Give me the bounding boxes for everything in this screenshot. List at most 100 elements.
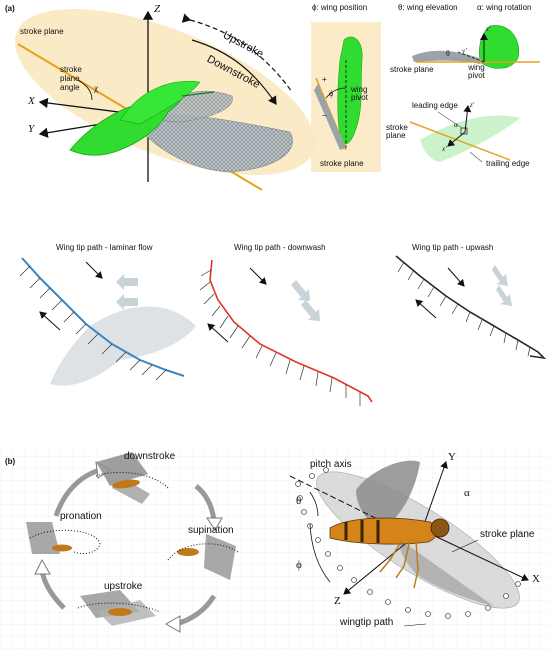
downwash-flow-arrow-1 [291, 280, 310, 301]
green-hummingbird-wing [119, 80, 201, 125]
front-plus-label: + [322, 75, 327, 84]
b-phi-arc [309, 523, 331, 583]
middle-row [19, 255, 547, 406]
panel-a-front-inset [311, 22, 381, 172]
b-alpha-label: α [464, 487, 470, 499]
downwash-arrow-up [207, 323, 229, 343]
pitch-axis-label: pitch axis [310, 459, 352, 470]
leading-edge-label: leading edge [412, 101, 458, 110]
side-wing-pivot-label: wing pivot [468, 63, 485, 81]
edge-alpha-label: α [454, 121, 458, 129]
b-wingtip-circles [295, 467, 521, 619]
panel-downwash [199, 259, 373, 406]
downwash-arrow-down [249, 267, 267, 285]
b-wing-upper [356, 460, 420, 530]
side-z-prime-label: z' [486, 25, 491, 33]
laminar-title: Wing tip path - laminar flow [56, 243, 153, 252]
upwash-arrow-down [447, 267, 465, 287]
front-grey-wing [314, 84, 346, 150]
laminar-arrow-down [85, 261, 103, 279]
panel-b-right-diagram [289, 460, 529, 627]
edge-stroke-line [409, 121, 511, 161]
phi-arc [325, 87, 347, 99]
phi-definition: ϕ: wing position [312, 3, 368, 12]
upwash-title: Wing tip path - upwash [412, 243, 494, 252]
downstroke-cycle-label: downstroke [124, 451, 176, 462]
upwash-wing-path [395, 255, 547, 360]
fly-downstroke [95, 452, 169, 504]
b-x-axis [421, 529, 529, 582]
side-y-prime-label: y' [462, 47, 467, 55]
upstroke-cycle-label: upstroke [104, 581, 143, 592]
pronation-label: pronation [60, 511, 102, 522]
upwash-flow-arrow-2 [496, 285, 512, 306]
b-z-axis-label: Z [334, 595, 341, 607]
panel-a-edge-inset [409, 105, 520, 163]
b-theta-label: θ [296, 495, 302, 507]
hummingbird-beak [181, 91, 215, 97]
front-wing-pivot-label: wing pivot [351, 85, 368, 103]
side-grey-wing [412, 50, 484, 64]
trailing-edge-pointer [469, 151, 483, 163]
edge-faded-bird [420, 115, 520, 162]
panel-a-main-diagram [14, 8, 316, 191]
laminar-bird-silhouette [50, 306, 196, 386]
supination-label: supination [188, 525, 234, 536]
stroke-plane-label: stroke plane [20, 27, 64, 36]
panel-a-tag: (a) [5, 4, 15, 13]
downstroke-arc [191, 39, 277, 105]
b-y-axis [421, 461, 448, 531]
b-wingtip-pointer [403, 623, 427, 627]
stroke-plane-angle-label: stroke plane angle [60, 65, 82, 92]
laminar-flow-arrow-1 [116, 274, 138, 290]
side-theta-label: θ [446, 49, 450, 58]
leading-edge-pointer [437, 111, 463, 129]
edge-stroke-plane-label: stroke plane [386, 123, 408, 141]
cycle-arrowhead-3 [164, 615, 181, 633]
b-fly-legs [379, 539, 419, 589]
downwash-ticks [199, 269, 361, 406]
panel-upwash [395, 255, 547, 360]
chi-label: χ [94, 83, 98, 93]
upstroke-arc [181, 13, 293, 93]
upwash-flow-arrow-1 [492, 265, 508, 286]
b-phi-label: ϕ [296, 559, 302, 571]
panel-b-cycle [26, 452, 239, 633]
front-stroke-plane-label: stroke plane [320, 159, 364, 168]
panel-laminar [19, 257, 196, 386]
theta-definition: θ: wing elevation [398, 3, 458, 12]
panel-a-side-inset [412, 25, 540, 69]
downwash-wing-path [209, 259, 373, 403]
fly-supination [167, 534, 239, 580]
b-x-axis-label: X [532, 573, 540, 585]
b-stroke-plane-label: stroke plane [480, 529, 535, 540]
chi-angle-arc [77, 79, 93, 101]
cycle-arrowhead-4 [34, 558, 51, 575]
b-wing-lower [399, 540, 494, 606]
wingtip-path-label: wingtip path [340, 617, 394, 628]
cycle-arrowhead-2 [206, 517, 223, 531]
cycle-arrow-top-right [194, 484, 217, 521]
cycle-arrow-top-left [53, 467, 101, 517]
front-minus-label: − [322, 111, 327, 120]
edge-z-prime-label: z' [470, 101, 475, 109]
trailing-edge-label: trailing edge [486, 159, 530, 168]
b-fly-stripes [344, 520, 380, 543]
upwash-ticks [397, 261, 531, 357]
y-axis-label: Y [28, 123, 35, 135]
laminar-flow-arrow-2 [116, 294, 138, 310]
front-green-bird [337, 36, 363, 145]
b-theta-arc [309, 491, 319, 517]
alpha-definition: α: wing rotation [477, 3, 532, 12]
b-stroke-plane-pointer [451, 539, 479, 553]
downwash-flow-arrow-2 [301, 300, 320, 321]
side-stroke-plane-label: stroke plane [390, 65, 434, 74]
panel-b-tag: (b) [5, 457, 16, 466]
fly-upstroke [77, 590, 161, 626]
laminar-wing-path [21, 257, 185, 377]
x-axis-label: X [28, 95, 35, 107]
edge-x-prime-label: x' [442, 145, 447, 153]
edge-wing-section [460, 127, 468, 135]
